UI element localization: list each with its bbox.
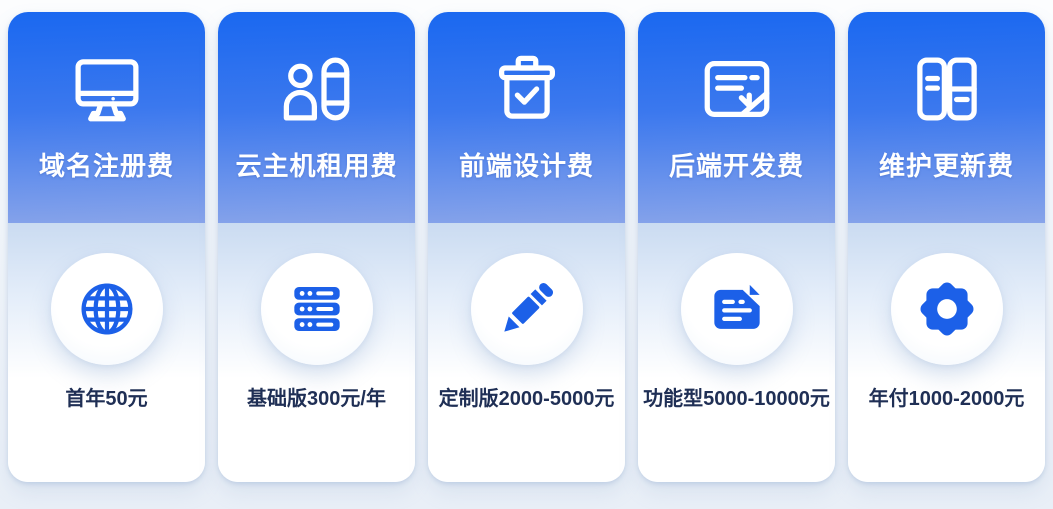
pencil-icon <box>503 282 553 332</box>
card-body: 年付1000-2000元 <box>848 223 1045 482</box>
price-text: 定制版2000-5000元 <box>438 388 615 410</box>
card-cloud-hosting: 云主机租用费 基础版300元/年 <box>218 12 415 482</box>
card-maintenance-update: 维护更新费 年付1000-2000元 <box>848 12 1045 482</box>
icon-circle <box>260 253 373 365</box>
checked-box-icon <box>485 44 569 134</box>
card-header: 前端设计费 <box>428 12 625 223</box>
card-header: 后端开发费 <box>638 12 835 223</box>
card-title: 云主机租用费 <box>235 151 398 181</box>
icon-circle <box>890 253 1003 365</box>
server-stack-icon <box>293 287 340 331</box>
icon-circle <box>680 253 793 365</box>
server-towers-icon <box>905 44 989 134</box>
card-body: 首年50元 <box>8 223 205 482</box>
card-header: 云主机租用费 <box>218 12 415 223</box>
card-title: 维护更新费 <box>878 151 1014 181</box>
price-text: 功能型5000-10000元 <box>643 388 830 410</box>
monitor-icon <box>65 44 149 134</box>
user-capsule-icon <box>275 44 359 134</box>
price-text: 首年50元 <box>65 388 148 410</box>
card-body: 定制版2000-5000元 <box>428 223 625 482</box>
price-text: 基础版300元/年 <box>247 388 386 410</box>
icon-circle <box>470 253 583 365</box>
gear-icon <box>920 282 973 336</box>
globe-icon <box>81 283 132 335</box>
card-title: 域名注册费 <box>38 151 174 181</box>
card-title: 后端开发费 <box>668 151 804 181</box>
card-header: 域名注册费 <box>8 12 205 223</box>
document-icon <box>713 284 760 329</box>
card-frontend-design: 前端设计费 定制版2000-5000元 <box>428 12 625 482</box>
card-body: 功能型5000-10000元 <box>638 223 835 482</box>
card-domain-registration: 域名注册费 首年50元 <box>8 12 205 482</box>
card-backend-development: 后端开发费 功能型5000-10000元 <box>638 12 835 482</box>
pricing-cards-row: 域名注册费 首年50元 <box>8 12 1045 482</box>
card-header: 维护更新费 <box>848 12 1045 223</box>
icon-circle <box>50 253 163 365</box>
price-text: 年付1000-2000元 <box>868 388 1025 410</box>
form-card-icon <box>695 44 779 134</box>
card-body: 基础版300元/年 <box>218 223 415 482</box>
card-title: 前端设计费 <box>458 151 594 181</box>
